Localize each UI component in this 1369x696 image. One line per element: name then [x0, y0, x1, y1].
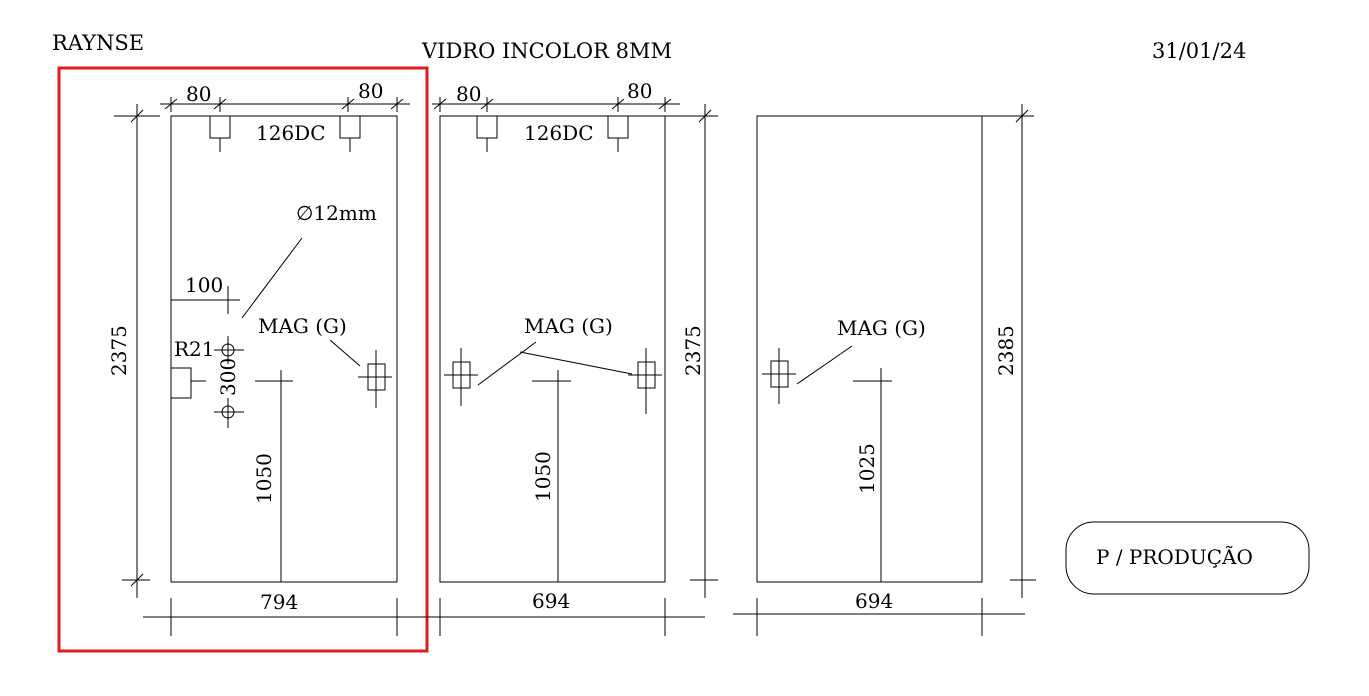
client-name: RAYNSE: [52, 31, 144, 55]
panel-1-hinge-label: 126DC: [256, 121, 326, 145]
panel-1-hinge-left: [209, 115, 231, 152]
panel-1-hole-spacing-label: 300: [216, 358, 240, 396]
panel-2-right-offset-label: 80: [627, 79, 652, 103]
material-title: VIDRO INCOLOR 8MM: [421, 39, 672, 63]
panel-3-handle-height-label: 1025: [855, 443, 879, 494]
panel-1-handle-height-label: 1050: [252, 453, 276, 504]
panel-1-selection-highlight[interactable]: [57, 66, 429, 653]
production-stamp-box: [1065, 521, 1310, 595]
production-stamp: P / PRODUÇÃO: [1065, 521, 1310, 595]
panel-2-magnet-symbol-left: [444, 348, 478, 406]
panel-3-outline: [756, 115, 983, 583]
panel-1-hole-lower: [214, 398, 244, 428]
panel-3-width-dimension: [733, 598, 1025, 636]
panel-2-outline: [439, 115, 666, 583]
panel-1-right-offset-label: 80: [358, 79, 383, 103]
panel-2-hinge-left: [476, 115, 498, 152]
panel-2-magnet-leader-right: [519, 351, 633, 375]
panel-1-edge-notch: [171, 367, 192, 399]
panel-1-edge-offset-label: 100: [185, 273, 223, 297]
panel-1-radius-label: R21: [174, 337, 215, 361]
panel-2-magnet-leader-left: [477, 341, 537, 386]
panel-2-height-label: 2375: [681, 325, 705, 376]
drawing-date: 31/01/24: [1152, 39, 1246, 63]
panel-2-left-offset-label: 80: [456, 82, 481, 106]
panel-2-height-dimension: [665, 104, 718, 598]
panel-1-magnet-symbol: [358, 350, 392, 408]
panel-1: 80 80 126DC 2375 ∅12mm 100: [57, 66, 429, 653]
panel-2-width-label: 694: [532, 589, 570, 613]
panel-1-hinge-right: [339, 115, 361, 152]
panel-1-height-label: 2375: [107, 325, 131, 376]
panel-1-width-label: 794: [260, 590, 298, 614]
panel-3-magnet-leader: [796, 345, 853, 385]
panel-2-hinge-right: [607, 115, 629, 152]
panel-1-outline: [170, 115, 398, 583]
panel-1-hole-diameter-label: ∅12mm: [296, 201, 377, 225]
panel-3-height-label: 2385: [994, 325, 1018, 376]
panel-3-handle-height-dimension: [853, 368, 892, 582]
panel-2-hinge-label: 126DC: [524, 121, 594, 145]
panel-2-top-dimension: [432, 97, 680, 112]
panel-1-top-dimension: [160, 97, 410, 112]
panel-2-magnet-symbol-right: [628, 348, 662, 414]
panel-2-magnet-label: MAG (G): [524, 314, 613, 338]
panel-2-handle-height-dimension: [532, 370, 571, 582]
panel-3-width-label: 694: [855, 589, 893, 613]
panel-1-left-offset-label: 80: [186, 82, 211, 106]
panel-3: 2385 MAG (G) 1025 694: [733, 104, 1036, 636]
production-stamp-label: P / PRODUÇÃO: [1096, 545, 1253, 569]
panel-1-handle-height-dimension: [255, 370, 293, 582]
panel-2-handle-height-label: 1050: [531, 451, 555, 502]
panel-3-height-dimension: [982, 104, 1036, 598]
panel-2: 80 80 126DC 2375 MAG (G): [415, 79, 718, 636]
panel-1-hole-upper: [214, 336, 244, 364]
panel-1-height-dimension: [114, 104, 160, 598]
panel-2-width-dimension: [415, 598, 705, 636]
panel-1-hole-leader: [241, 237, 303, 319]
panel-1-magnet-leader: [329, 339, 361, 367]
panel-1-magnet-label: MAG (G): [258, 314, 347, 338]
panel-3-magnet-symbol: [762, 348, 796, 404]
panel-3-magnet-label: MAG (G): [837, 316, 926, 340]
panel-1-width-dimension: [143, 598, 420, 636]
